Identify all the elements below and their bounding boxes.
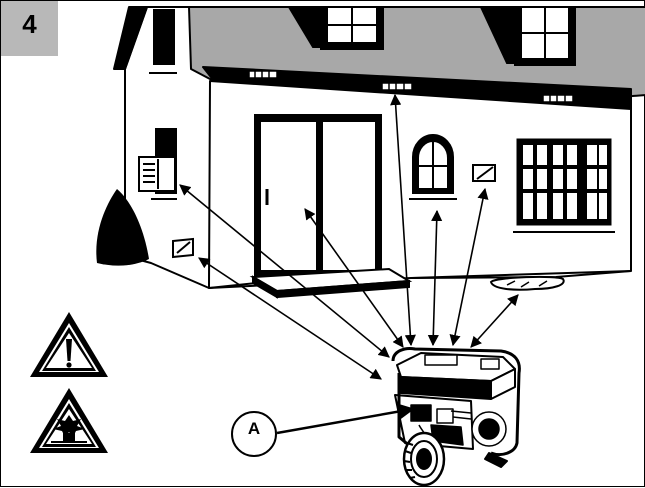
arrow-to-soffit-vent xyxy=(390,93,416,347)
side-dryer-vent xyxy=(172,237,194,259)
warning-exclamation-icon xyxy=(30,312,108,377)
dormer-left xyxy=(287,6,384,50)
soffit-vent-right xyxy=(542,94,574,103)
callout-a-leader xyxy=(276,403,415,435)
explosion-hazard-icon xyxy=(30,388,108,453)
callout-a-label: A xyxy=(247,419,261,438)
large-window xyxy=(513,138,615,233)
front-wall-vent xyxy=(472,164,496,182)
gable-attic-window xyxy=(149,9,177,74)
dormer-right xyxy=(479,6,576,66)
arrow-to-door xyxy=(304,208,404,348)
step-number-badge: 4 xyxy=(1,1,58,56)
step-number: 4 xyxy=(22,9,37,39)
airflow-arrows xyxy=(179,93,519,380)
wheel xyxy=(402,431,446,487)
arrow-to-side-vent xyxy=(198,257,382,380)
basement-window-well xyxy=(489,275,565,291)
soffit-vent-center xyxy=(381,82,413,91)
portable-generator xyxy=(391,347,521,487)
soffit-vents xyxy=(248,70,574,103)
gable-roof-edge xyxy=(113,6,148,70)
side-window-air-conditioner xyxy=(138,128,177,200)
arrow-to-front-vent xyxy=(449,187,489,347)
shrub xyxy=(96,189,149,266)
soffit-vent-left xyxy=(248,70,278,79)
callout-a-circle xyxy=(231,411,277,457)
sliding-door xyxy=(254,114,382,278)
arrow-to-window-well xyxy=(470,294,519,348)
arched-window xyxy=(409,134,457,200)
arrow-to-arched-window xyxy=(427,209,443,347)
